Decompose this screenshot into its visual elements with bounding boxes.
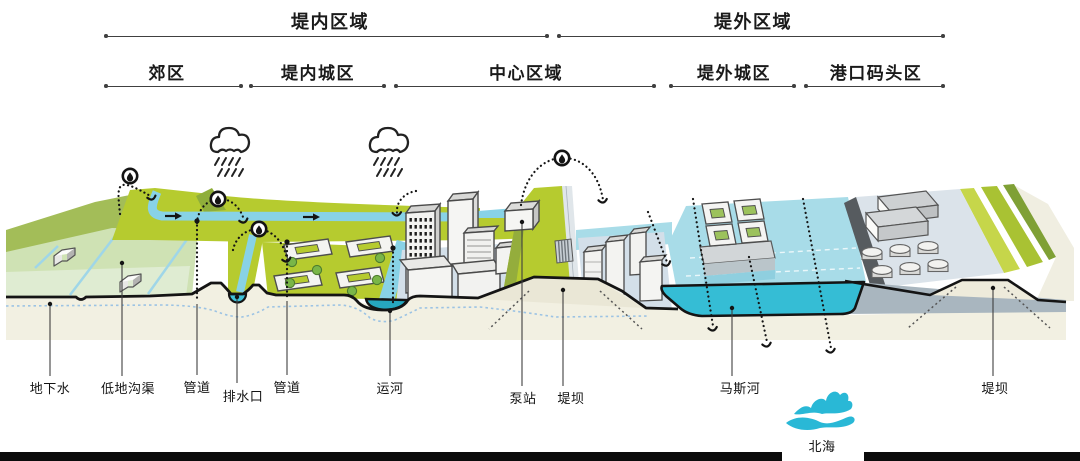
bracket-line-port [804, 84, 945, 88]
water-drop-icon [553, 149, 571, 167]
bracket-line-inside-dike [104, 34, 549, 38]
callout-dike-1: 堤坝 [557, 391, 585, 406]
dike-core-1 [478, 278, 644, 308]
seepage-arrow-icon [597, 197, 609, 205]
water-drop-icon [121, 167, 139, 185]
city-center [396, 189, 530, 304]
bottom-bar-left [0, 452, 782, 461]
callout-dike-2: 堤坝 [981, 381, 1009, 396]
bottom-bar-right [864, 452, 1080, 461]
bracket-line-inside-city [249, 84, 386, 88]
river-seepage-lines [646, 197, 833, 350]
main-dike [502, 185, 580, 298]
seepage-arrow-icon [761, 341, 773, 349]
maas-river-face [660, 280, 866, 318]
port-dike-stripes [960, 184, 1056, 273]
zone-label-port: 港口码头区 [829, 64, 923, 83]
callout-maas-river: 马斯河 [719, 381, 761, 396]
callout-pump-station: 泵站 [509, 391, 537, 406]
outfall-channel [228, 234, 264, 296]
bracket-line-suburb [104, 84, 243, 88]
group-label-outside-dike: 堤外区域 [714, 12, 792, 32]
seepage-arrow-icon [825, 347, 837, 355]
tree-icon [311, 264, 323, 276]
sluice-gate [554, 238, 574, 264]
warehouses [864, 190, 940, 243]
maas-river [668, 197, 866, 289]
callout-dots [47, 219, 996, 314]
groundwater-line [5, 304, 649, 323]
cloud-rain-icon [368, 126, 410, 178]
group-label-inside-dike: 堤内区域 [291, 12, 369, 32]
port-area [844, 184, 1074, 301]
callout-lowland-ditch: 低地沟渠 [100, 381, 156, 396]
water-drop-icon [209, 190, 227, 208]
pipe-lines [195, 219, 395, 308]
dike-core-2 [930, 280, 1038, 300]
suburb-fields [6, 194, 198, 297]
callout-lines [49, 223, 994, 386]
pipe-junction-dots [194, 218, 396, 251]
city-buildings [398, 189, 522, 303]
bracket-line-outside-city [669, 84, 796, 88]
zone-label-suburb: 郊区 [148, 64, 186, 83]
floating-pavilions [699, 198, 776, 285]
tree-icon [371, 274, 383, 286]
north-sea-label: 北海 [808, 439, 836, 454]
callout-outfall: 排水口 [222, 389, 264, 404]
zone-label-outside-city: 堤外城区 [697, 64, 771, 83]
bracket-line-center [394, 84, 656, 88]
tree-icon [374, 252, 386, 264]
water-drop-icon [250, 220, 268, 238]
pump-station [503, 198, 541, 232]
callout-pipe-2: 管道 [273, 380, 301, 395]
callout-pipe-1: 管道 [183, 380, 211, 395]
bracket-line-outside-dike [557, 34, 945, 38]
canal-water [378, 239, 412, 305]
cloud-rain-icon [209, 126, 251, 178]
callout-groundwater: 地下水 [29, 381, 71, 396]
wave-icon [786, 391, 855, 431]
zone-label-inside-city: 堤内城区 [281, 64, 355, 83]
zone-label-center: 中心区域 [489, 64, 563, 83]
terrain-outline [6, 275, 1067, 312]
callout-canal: 运河 [376, 381, 404, 396]
